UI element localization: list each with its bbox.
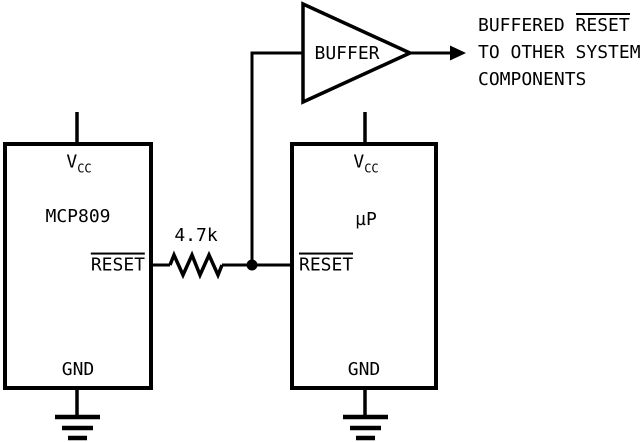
- output-annotation: BUFFERED RESET TO OTHER SYSTEM COMPONENT…: [478, 12, 640, 93]
- annotation-reset-overlined-text: RESET: [575, 13, 630, 36]
- microprocessor-vcc-pin-label: VCC: [353, 152, 378, 175]
- vcc-subscript: CC: [77, 161, 92, 176]
- microprocessor-gnd-pin-label: GND: [347, 359, 381, 381]
- mcp809-ground-icon: [55, 388, 100, 441]
- mcp809-part-number-label: MCP809: [45, 206, 111, 228]
- annotation-line1-prefix: BUFFERED: [478, 15, 576, 36]
- resistor-value-label: 4.7k: [174, 225, 218, 247]
- annotation-line-3: COMPONENTS: [478, 69, 587, 90]
- mcp809-vcc-pin-label: VCC: [66, 152, 91, 175]
- buffer-label: BUFFER: [314, 43, 380, 65]
- junction-dot: [246, 259, 258, 271]
- mcp809-reset-pin-label: RESET: [90, 252, 145, 276]
- microprocessor-reset-pin-label: RESET: [299, 252, 354, 276]
- reset-overlined-text: RESET: [90, 252, 145, 276]
- vcc-letter: V: [353, 151, 365, 173]
- resistor-icon: [151, 250, 292, 280]
- output-arrow-icon: [410, 45, 466, 61]
- vcc-subscript: CC: [364, 161, 379, 176]
- annotation-line-2: TO OTHER SYSTEM: [478, 42, 640, 63]
- microprocessor-ground-icon: [343, 388, 388, 441]
- mcp809-gnd-pin-label: GND: [61, 359, 95, 381]
- reset-overlined-text: RESET: [299, 252, 354, 276]
- annotation-line-1: BUFFERED RESET: [478, 12, 640, 39]
- vcc-letter: V: [66, 151, 78, 173]
- buffer-triangle: [301, 1, 415, 105]
- microprocessor-part-label: µP: [355, 209, 377, 231]
- buffer-input-wire: [250, 51, 303, 265]
